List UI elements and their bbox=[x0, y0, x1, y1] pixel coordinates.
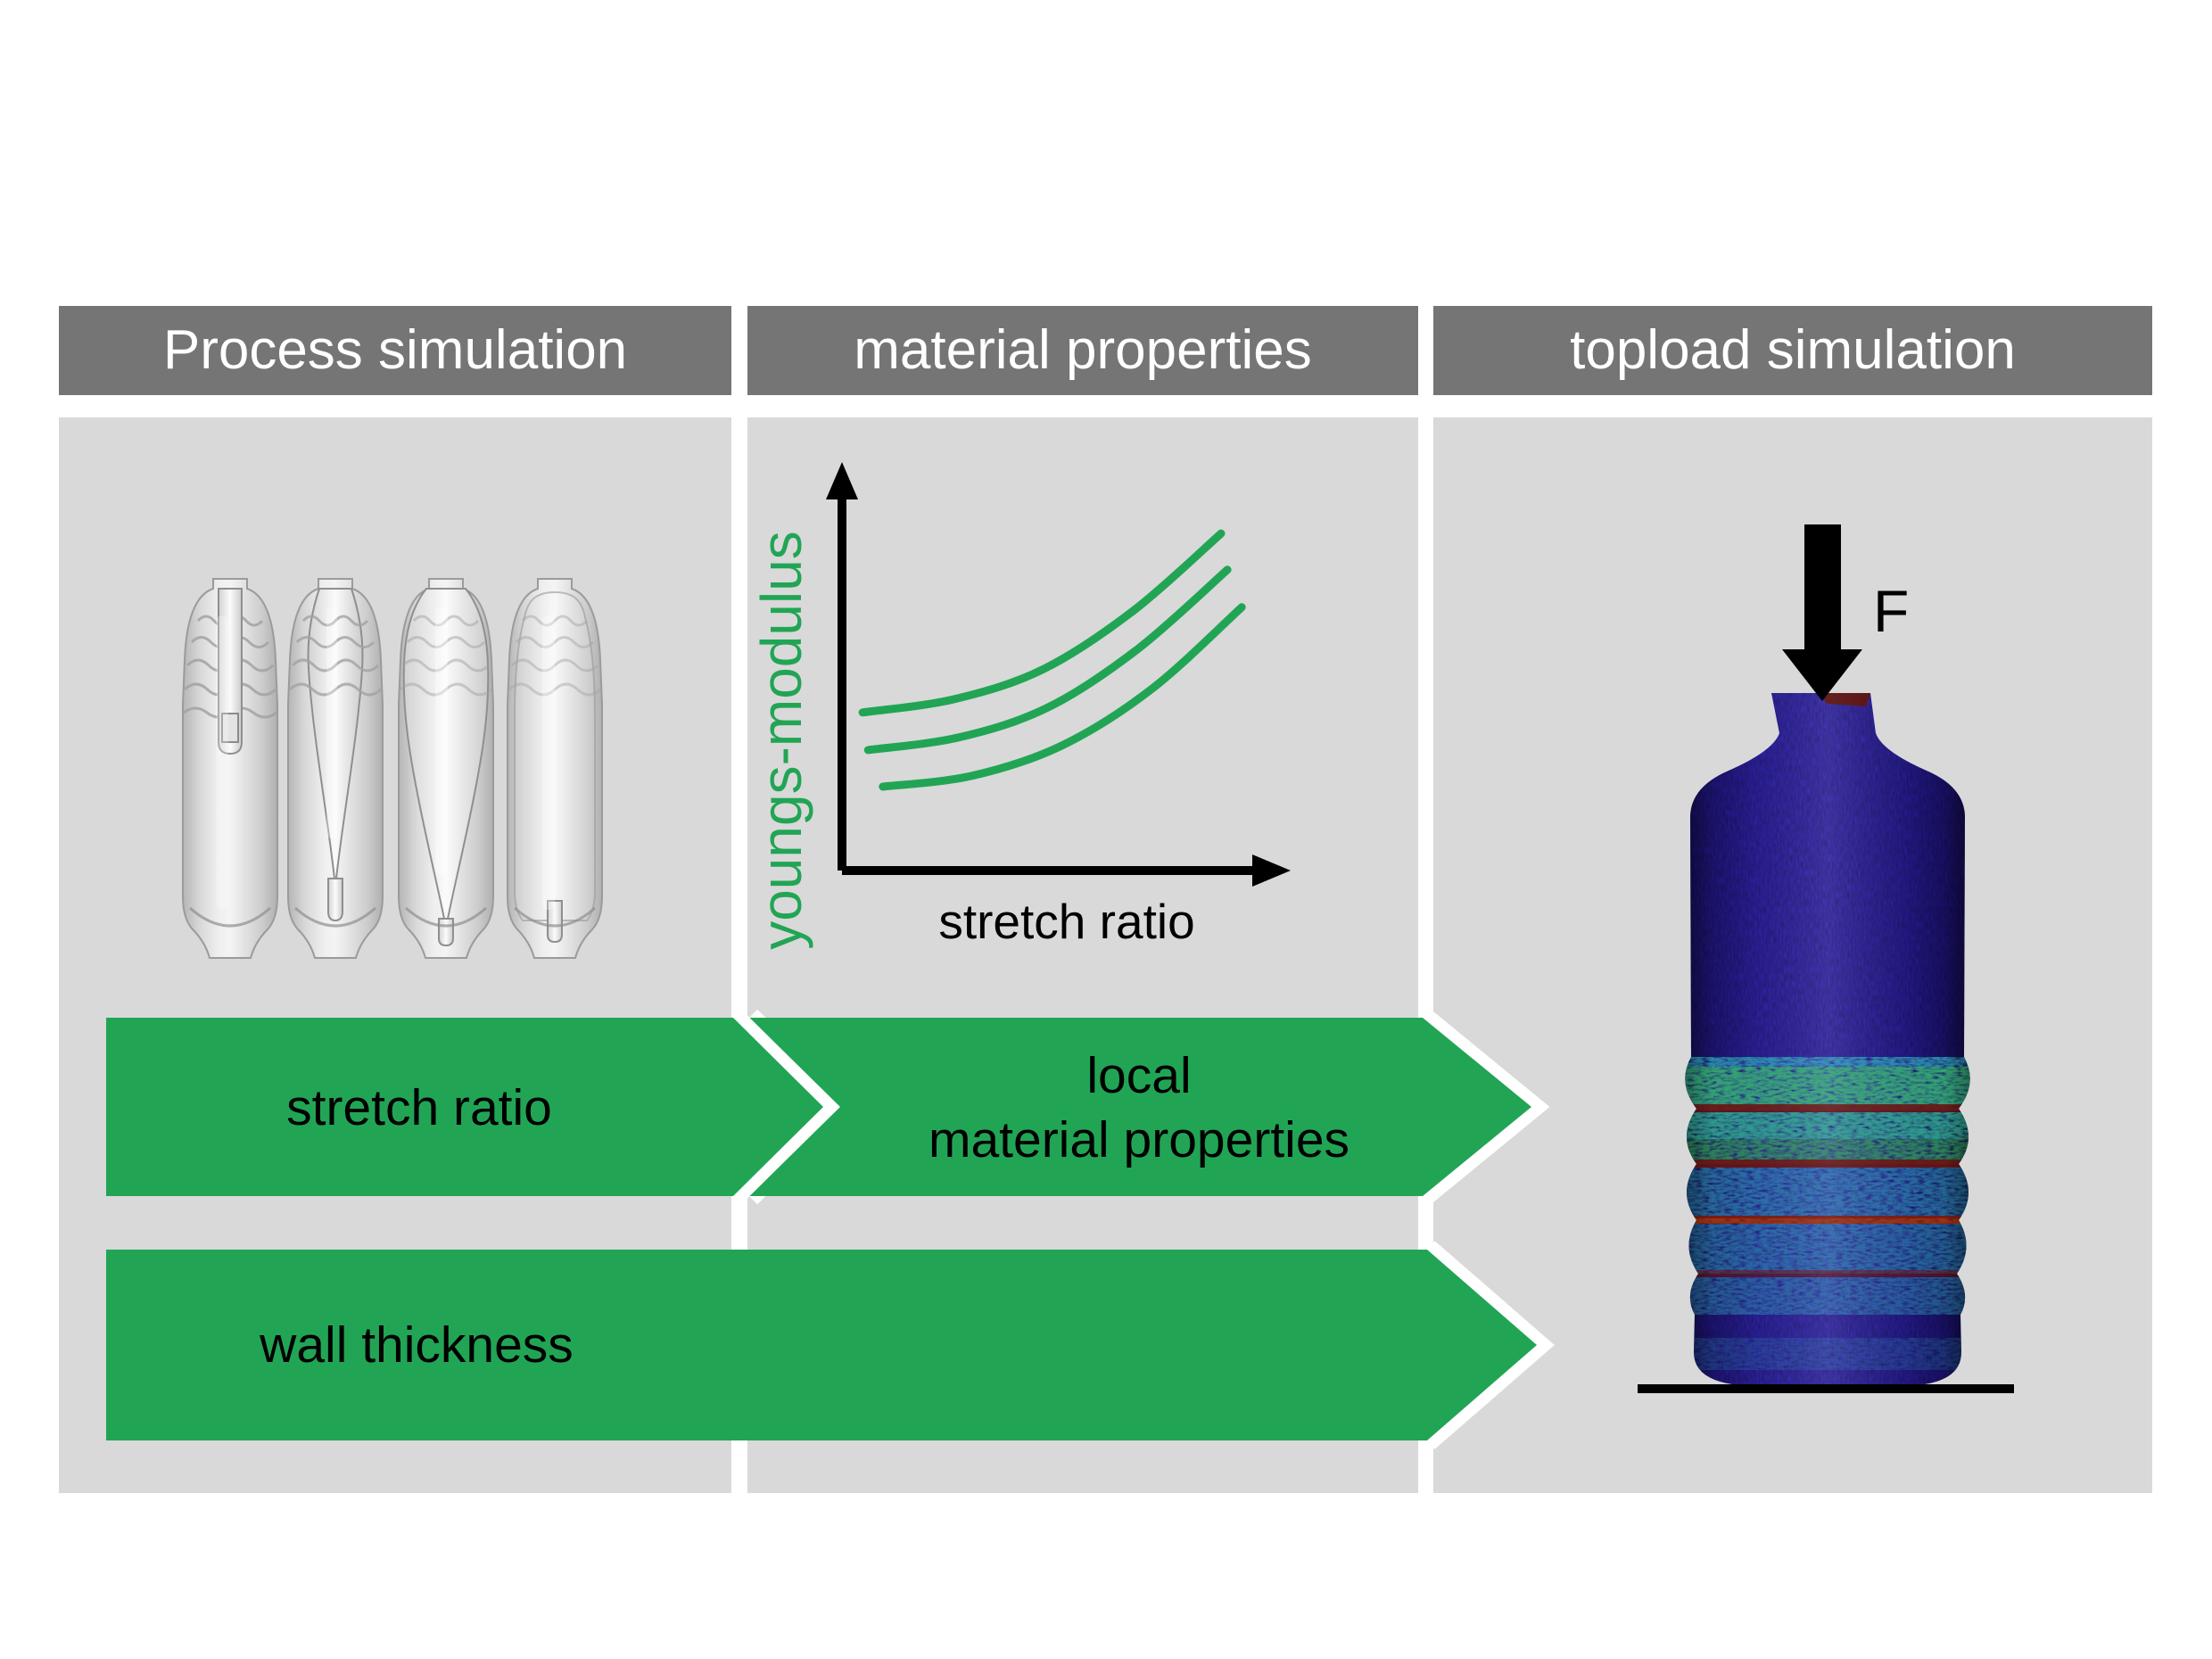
x-axis-label: stretch ratio bbox=[938, 894, 1194, 949]
inner-wall bbox=[514, 590, 596, 921]
y-axis-arrowhead-icon bbox=[826, 462, 858, 499]
curve-upper bbox=[858, 529, 1226, 717]
flow-arrow-local-material-properties bbox=[749, 1018, 1531, 1196]
flow-arrow-stretch-ratio bbox=[106, 1018, 823, 1196]
x-axis-arrowhead-icon bbox=[1252, 854, 1291, 887]
flow-arrow-label-stretch-ratio: stretch ratio bbox=[286, 1079, 552, 1136]
curve-middle bbox=[863, 565, 1232, 755]
header-process-simulation: Process simulation bbox=[59, 306, 731, 395]
bottle-stage-3-expanding bbox=[398, 578, 494, 959]
fem-topload-bottle-render: F bbox=[1638, 524, 2014, 1393]
flow-arrow-label-line-1: local bbox=[1086, 1047, 1192, 1104]
bottle-stages-render bbox=[182, 578, 603, 959]
flow-arrow-wall-thickness bbox=[106, 1250, 1537, 1440]
flow-arrow-label-local-material-properties: local material properties bbox=[929, 1044, 1349, 1172]
flow-arrows bbox=[106, 1008, 1555, 1449]
header-material-properties: material properties bbox=[747, 306, 1418, 395]
ground-line bbox=[1638, 1384, 2014, 1393]
preform-rod bbox=[218, 588, 243, 755]
bottle-stage-2-partial-inflation bbox=[287, 578, 384, 959]
header-topload-simulation: topload simulation bbox=[1433, 306, 2152, 395]
bottle-stage-4-final bbox=[507, 578, 603, 959]
flow-arrow-label-wall-thickness: wall thickness bbox=[260, 1316, 574, 1374]
force-label: F bbox=[1873, 578, 1909, 644]
chart-curves bbox=[858, 529, 1246, 791]
force-arrow-icon bbox=[1782, 524, 1862, 701]
curve-lower bbox=[879, 603, 1246, 791]
bottle-stage-1-preform bbox=[182, 578, 278, 959]
youngs-modulus-chart: youngs-modulus stretch ratio bbox=[749, 462, 1291, 950]
flow-arrow-label-line-2: material properties bbox=[928, 1111, 1350, 1168]
y-axis-label: youngs-modulus bbox=[749, 531, 813, 950]
